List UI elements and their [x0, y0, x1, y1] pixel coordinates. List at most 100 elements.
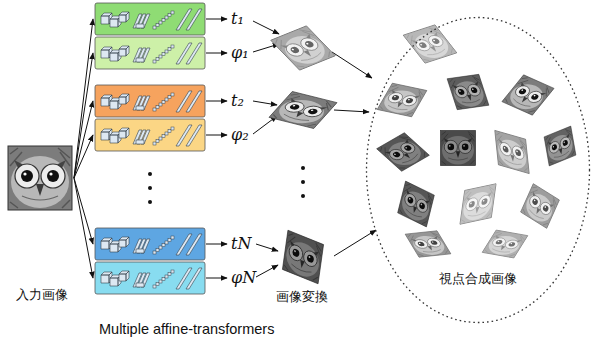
- arrow: [206, 19, 227, 20]
- owl-image: [405, 231, 451, 257]
- owl-image: [440, 130, 475, 165]
- owl-image: [282, 230, 323, 284]
- cnn-box: [95, 85, 205, 117]
- transformed-image: [271, 26, 335, 70]
- dot: [301, 180, 305, 184]
- node-label: 視点合成画像: [439, 271, 517, 288]
- image-tone: [282, 230, 323, 284]
- owl-image: [403, 25, 456, 63]
- cnn-box: [95, 37, 205, 69]
- stage-label: 画像変換: [276, 289, 328, 305]
- owl-image: [482, 230, 527, 258]
- ellipsis-dots: [148, 166, 305, 204]
- arrow: [334, 230, 376, 256]
- owl-image: [460, 184, 496, 224]
- arrow: [74, 178, 93, 244]
- input-image: 入力画像: [4, 140, 80, 306]
- parameter-label: t₂: [231, 91, 244, 110]
- view-image: [521, 184, 560, 229]
- owl-image: [502, 75, 554, 115]
- image-tone: [377, 83, 427, 117]
- cnn-boxes: [95, 3, 205, 294]
- transformed-image: [269, 91, 337, 128]
- arrow: [74, 101, 93, 178]
- owl-image: [271, 26, 335, 70]
- dot: [148, 186, 152, 190]
- arrow: [74, 19, 93, 178]
- arrow: [334, 110, 369, 112]
- image-tone: [403, 25, 456, 63]
- view-image: [482, 230, 527, 258]
- image-tone: [405, 231, 451, 257]
- arrow: [253, 44, 279, 52]
- parameter-label: φN: [231, 268, 256, 287]
- arrow: [253, 116, 277, 134]
- view-image: [460, 184, 496, 224]
- arrow: [256, 244, 278, 251]
- owl-image: [398, 181, 435, 227]
- arrow: [206, 135, 227, 136]
- view-image: [403, 25, 456, 63]
- image-tone: [447, 74, 489, 109]
- parameter-label: tN: [231, 234, 251, 253]
- dot: [301, 166, 305, 170]
- owl-image: [521, 184, 560, 229]
- transformed-image: [282, 230, 323, 284]
- dot: [301, 194, 305, 198]
- view-image: [447, 74, 489, 109]
- synthesized-images: [377, 25, 576, 258]
- arrow: [253, 21, 279, 34]
- cnn-icon: [101, 91, 202, 112]
- owl-image: [377, 133, 430, 172]
- cnn-box: [95, 119, 205, 151]
- view-image: [405, 231, 451, 257]
- cnn-icon: [101, 43, 202, 64]
- owl-image: [269, 91, 337, 128]
- view-image: [440, 130, 475, 165]
- view-image: [502, 75, 554, 115]
- arrow: [206, 101, 227, 102]
- view-collection: 視点合成画像: [365, 16, 591, 324]
- image-tone: [377, 133, 430, 172]
- cnn-icon: [101, 268, 202, 289]
- image-tone: [482, 230, 527, 258]
- view-image: [544, 126, 576, 166]
- parameter-label: t₁: [231, 9, 244, 28]
- owl-image: [495, 130, 529, 173]
- view-image: [495, 130, 529, 173]
- arrows: [74, 19, 376, 278]
- ellipse-outline: [367, 18, 590, 323]
- image-tone: [440, 130, 475, 165]
- cnn-box: [95, 3, 205, 35]
- module-label: Multiple affine-transformers: [99, 321, 274, 338]
- owl-image: [544, 126, 576, 166]
- owl-image: [377, 83, 427, 117]
- parameter-label: φ₁: [231, 43, 249, 62]
- cnn-box: [95, 262, 205, 294]
- image-tone: [544, 126, 576, 166]
- image-tone: [398, 181, 435, 227]
- view-image: [398, 181, 435, 227]
- owl-image: [447, 74, 489, 109]
- arrow: [253, 101, 277, 105]
- dot: [148, 172, 152, 176]
- arrow: [332, 52, 372, 78]
- arrow: [206, 53, 227, 54]
- cnn-box: [95, 228, 205, 260]
- cnn-icon: [101, 9, 202, 30]
- cnn-icon: [101, 125, 202, 146]
- arrow: [206, 278, 227, 279]
- dot: [148, 200, 152, 204]
- view-image: [377, 83, 427, 117]
- arrow: [206, 244, 227, 245]
- image-tone: [521, 184, 560, 229]
- arrow: [74, 135, 93, 178]
- image-tone: [271, 26, 335, 70]
- arrow: [74, 53, 93, 178]
- node-label: 入力画像: [16, 287, 68, 304]
- cnn-icon: [101, 234, 202, 255]
- image-tone: [460, 184, 496, 224]
- arrow: [74, 178, 93, 278]
- arrow: [256, 265, 278, 277]
